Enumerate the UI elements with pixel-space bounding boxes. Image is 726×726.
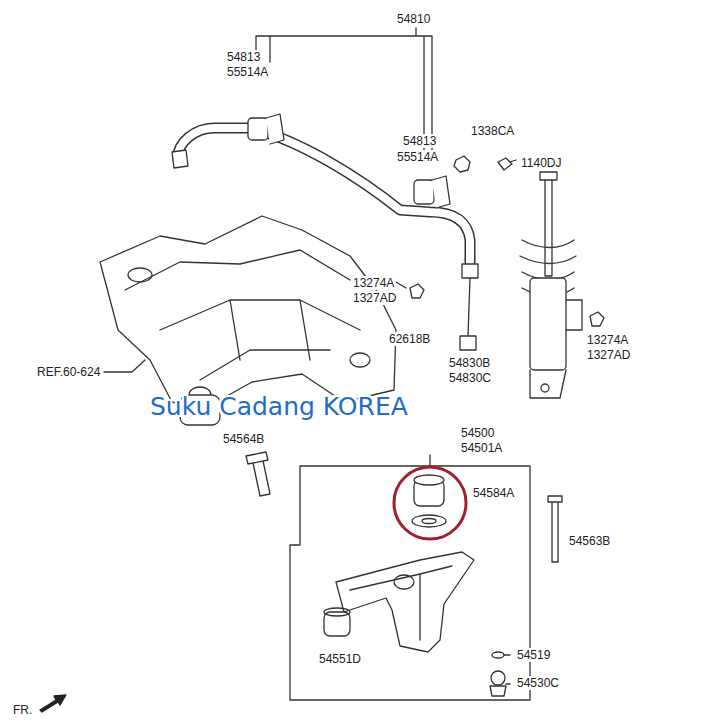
- callout-number: 1140DJ: [520, 156, 562, 170]
- callout-number: 54500: [460, 426, 495, 440]
- callout-number: 13274A: [352, 276, 395, 290]
- callout-number: 54813: [226, 50, 261, 64]
- callout-number: 55514A: [396, 150, 439, 164]
- callout-number: 54813: [402, 134, 437, 148]
- callout-number: 1327AD: [586, 348, 631, 362]
- callout-number: 54519: [516, 648, 551, 662]
- callout-number: 54830B: [448, 356, 491, 370]
- watermark: Suku Cadang KOREA: [150, 392, 408, 422]
- callout-number: 62618B: [388, 332, 431, 346]
- callout-number: 1338CA: [470, 124, 515, 138]
- callout-number: 54830C: [448, 371, 492, 385]
- callout-number: 54551D: [318, 652, 362, 666]
- reference-label: REF.60-624: [36, 365, 101, 379]
- callout-number: 54563B: [568, 534, 611, 548]
- callout-number: 54810: [396, 12, 431, 26]
- callout-number: 54564B: [222, 432, 265, 446]
- callout-number: 1327AD: [352, 291, 397, 305]
- callout-number: 54501A: [460, 441, 503, 455]
- callout-number: 54530C: [516, 676, 560, 690]
- direction-label: FR.: [12, 703, 33, 717]
- callout-number: 55514A: [226, 65, 269, 79]
- callout-number: 13274A: [586, 333, 629, 347]
- callout-number: 54584A: [472, 486, 515, 500]
